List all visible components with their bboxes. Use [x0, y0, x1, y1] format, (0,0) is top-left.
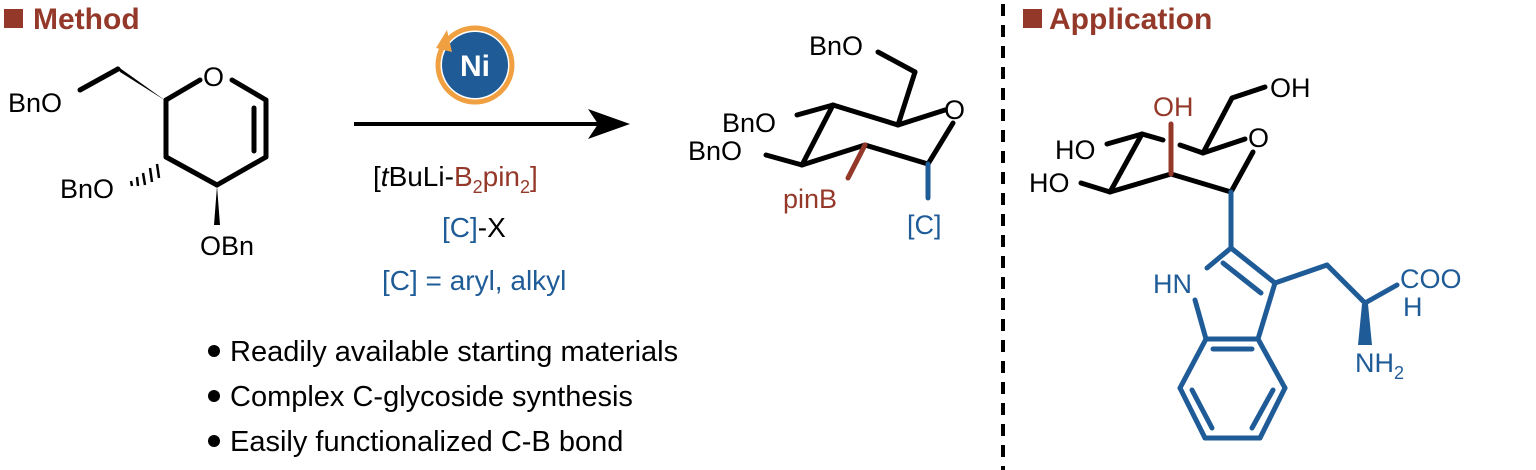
pinb-label: pinB: [783, 184, 837, 214]
wedge-bond: [117, 66, 166, 101]
carboxyl-h-label: H: [1403, 292, 1423, 322]
wedge-bond: [214, 186, 220, 225]
obn-label: OBn: [200, 231, 254, 261]
product-c-glycoside: BnO O BnO BnO pinB [C]: [688, 31, 965, 240]
amine-label: NH2: [1355, 348, 1404, 383]
bno-label: BnO: [8, 88, 62, 118]
wedge-bond: [1358, 304, 1372, 345]
ring-oxygen-label: O: [1248, 123, 1269, 153]
reagent-line-3: [C] = aryl, alkyl: [382, 265, 566, 296]
hydroxyl-label: OH: [1270, 73, 1311, 103]
hydroxyl-label: HO: [1029, 168, 1070, 198]
reaction-arrow: [354, 109, 630, 139]
feature-item: Complex C-glycoside synthesis: [230, 381, 633, 413]
bullet-icon: [208, 390, 220, 402]
indole-nh-label: HN: [1153, 269, 1192, 299]
ring-oxygen-label: O: [203, 62, 224, 92]
bno-label: BnO: [688, 136, 742, 166]
bno-label: BnO: [809, 31, 863, 61]
hydroxyl-label-highlighted: OH: [1153, 92, 1194, 122]
application-header: Application: [1049, 3, 1212, 36]
carbon-group-label: [C]: [907, 210, 942, 240]
carboxyl-label: COO: [1400, 264, 1462, 294]
ring-oxygen-label: O: [944, 95, 965, 125]
reagent-line-2: [C]-X: [442, 212, 506, 243]
starting-material-glucal: BnO O BnO OBn: [8, 62, 269, 261]
hydroxyl-label: HO: [1055, 135, 1096, 165]
catalyst-label: Ni: [460, 50, 490, 83]
feature-item: Readily available starting materials: [230, 336, 678, 368]
bno-label: BnO: [60, 174, 114, 204]
reagent-line-1: [tBuLi-B2pin2]: [373, 161, 538, 197]
bullet-icon: [208, 435, 220, 447]
application-header-square-icon: [1023, 9, 1042, 28]
application-molecule: OH OH O HO HO HN COO H NH2: [1029, 73, 1462, 441]
feature-list: Readily available starting materials Com…: [208, 336, 678, 458]
feature-item: Easily functionalized C-B bond: [230, 426, 623, 458]
method-header-square-icon: [4, 9, 23, 28]
bno-label: BnO: [722, 108, 776, 138]
method-header: Method: [33, 3, 140, 36]
nickel-catalyst-cycle-icon: Ni: [435, 25, 515, 105]
bullet-icon: [208, 345, 220, 357]
